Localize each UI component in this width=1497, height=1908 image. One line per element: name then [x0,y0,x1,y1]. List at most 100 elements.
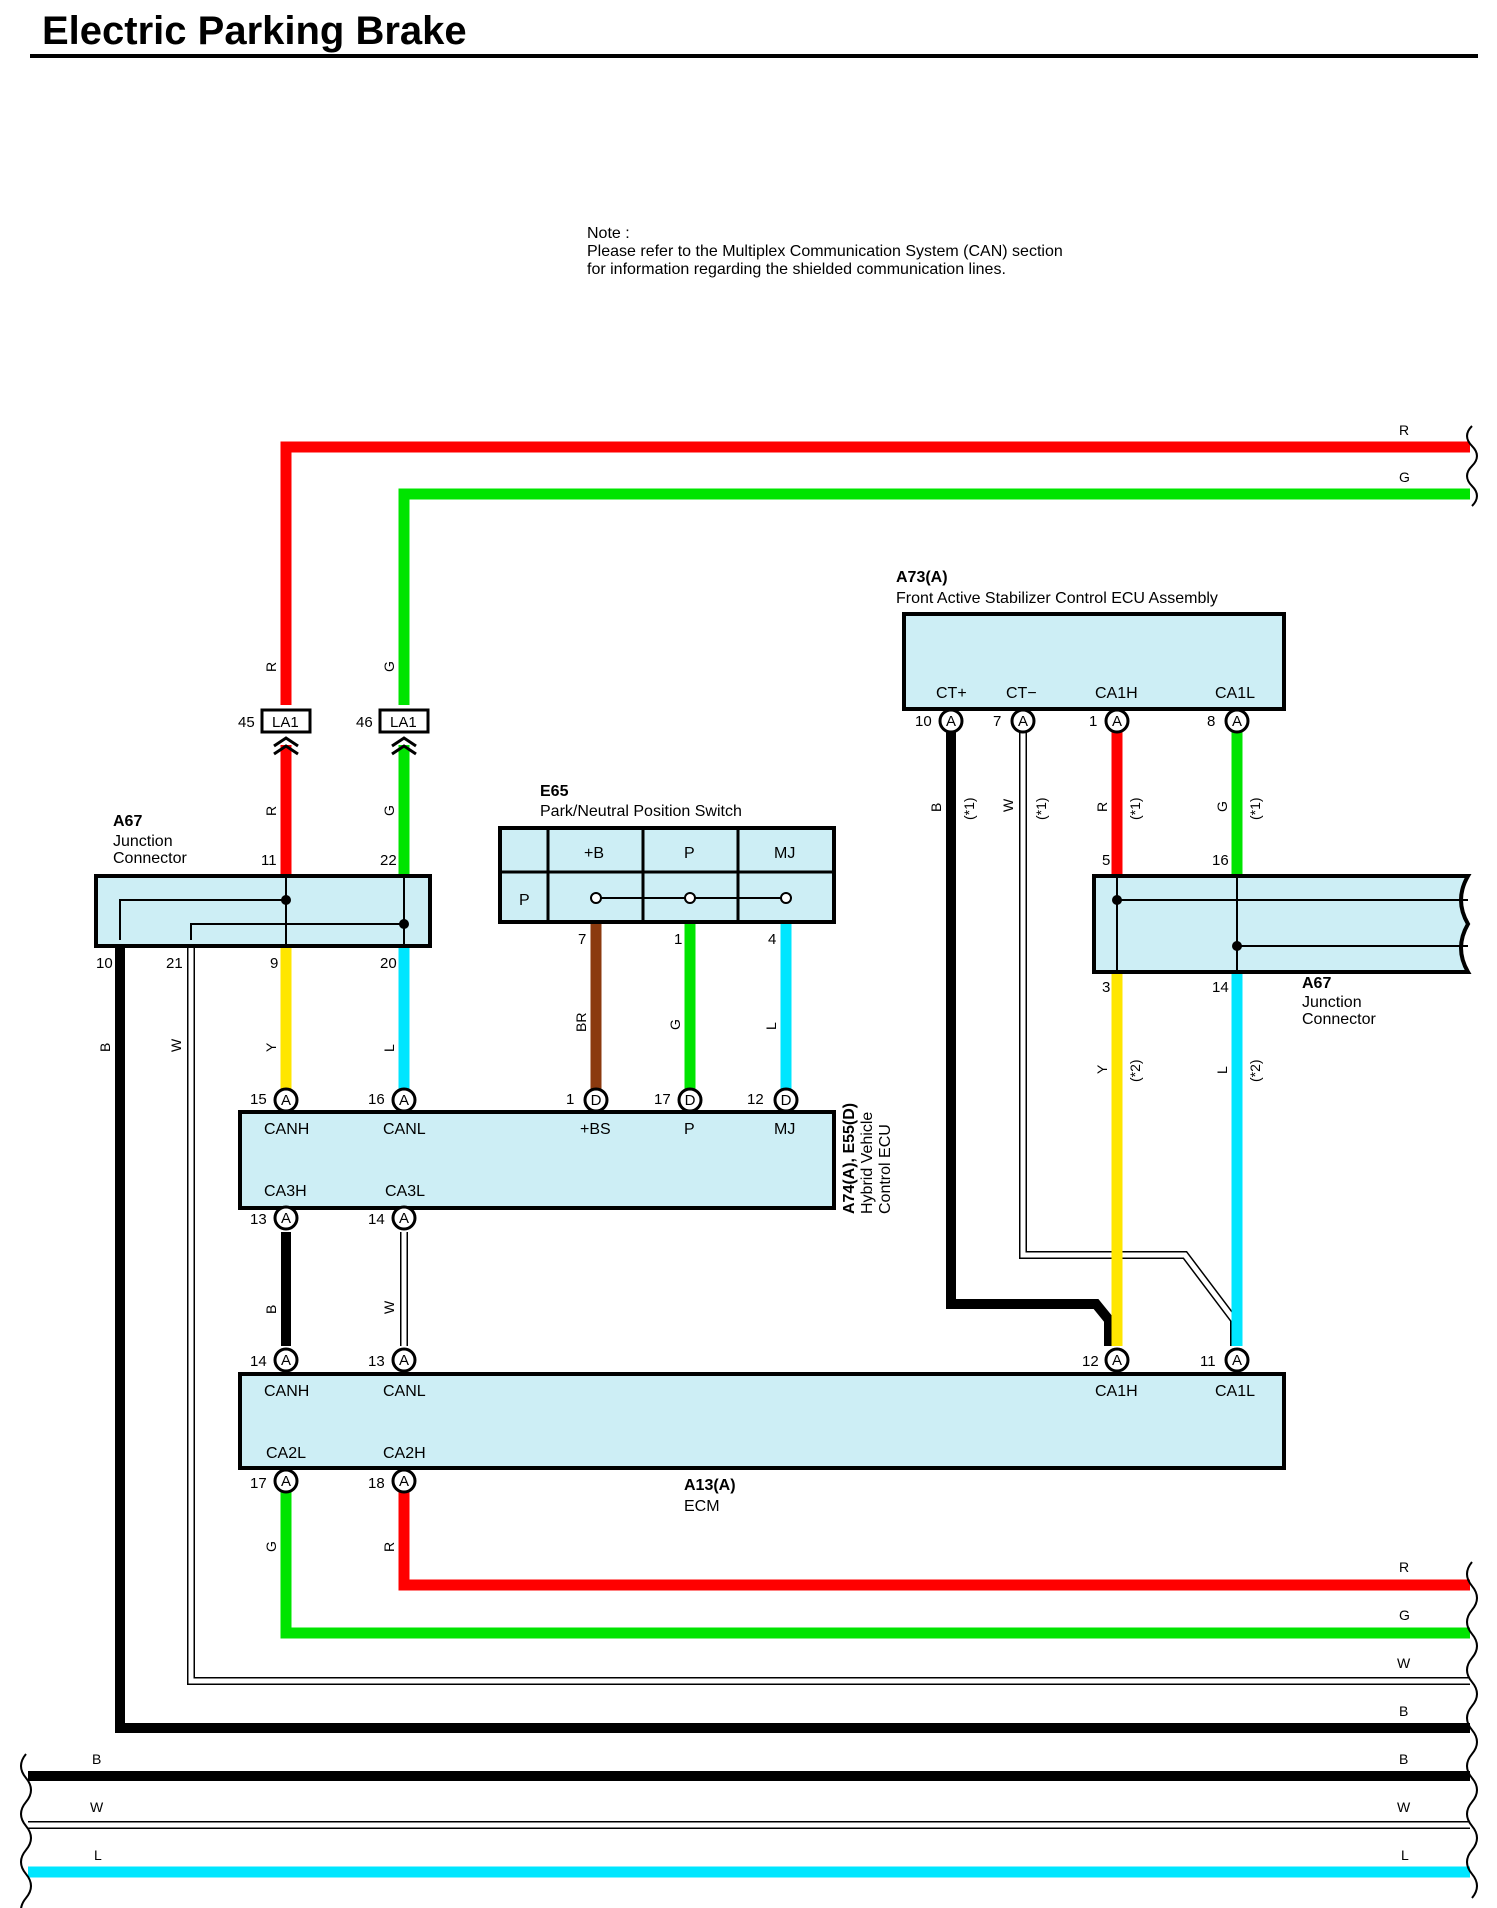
connector-pin [391,1205,417,1231]
wire-label: R [263,806,279,816]
wire-label: R [381,1542,397,1552]
connector-letter: A [1232,713,1242,730]
wire-label: G [263,1541,279,1552]
wire-w-ct [1020,730,1237,1346]
wire-g-ca2l [280,1490,1470,1639]
note-mark: (*1) [1033,797,1049,820]
hv-ecu-desc2: Control ECU [877,1124,894,1214]
connector-letter: A [281,1473,291,1490]
wire-label: L [763,1022,779,1030]
hv-ecu-term: P [684,1121,695,1138]
pin-number: 11 [1200,1353,1216,1370]
wire-label: W [90,1799,104,1815]
connector-letter: A [281,1210,291,1227]
wire-label: B [263,1305,279,1314]
splice-dot [281,895,291,905]
e65-box [498,826,836,924]
connector-pin [273,1468,299,1494]
note-line-1: Note : [587,225,630,242]
pin-number: 11 [261,852,277,869]
pin-number: 16 [368,1091,385,1108]
a67-left-bus-1 [119,876,287,940]
connector-pin [391,1087,417,1113]
pin-number: 4 [768,931,776,948]
connector-letter: A [281,1352,291,1369]
connector-pin [1224,1347,1250,1373]
pin-number: 14 [250,1353,267,1370]
ecm-term: CA1L [1215,1383,1255,1400]
a67-right-desc1: Junction [1302,994,1362,1011]
a67-right-box [1092,874,1472,974]
pin-number: 3 [1102,979,1110,996]
e65-position: P [519,892,530,909]
a67-left-name: A67 [113,813,142,830]
wire-label: L [1401,1847,1409,1863]
wire-label: G [1399,469,1410,485]
wire-label: Y [1094,1064,1110,1074]
connector-letter: A [399,1210,409,1227]
wire-label: B [928,803,944,812]
a67-right-desc2: Connector [1302,1011,1376,1028]
wire-label: Y [263,1042,279,1052]
wire-r-ca2h [398,1490,1470,1591]
la1-label: LA1 [390,714,417,731]
a73-box [902,612,1286,711]
wire-label: B [92,1751,101,1767]
pin-number: 15 [250,1091,267,1108]
wire-label: R [1399,1559,1409,1575]
wire-b-ct [946,730,1114,1346]
wire-label: B [1399,1703,1408,1719]
a73-term: CA1L [1215,685,1255,702]
la1-connector-r: LA1 45 [238,708,312,756]
ecm-term: CA2L [266,1445,306,1462]
e65-contact [780,892,792,904]
connector-letter: A [399,1092,409,1109]
hv-ecu-name: A74(A), E55(D) [841,1103,858,1214]
wire-label: R [263,662,279,672]
wire-label: B [97,1043,113,1052]
connector-pin [391,1468,417,1494]
connector-pin [391,1347,417,1373]
wire-label: L [381,1044,397,1052]
pin-number: 12 [747,1091,764,1108]
wire-b-long [115,946,1470,1733]
connector-letter: A [946,713,956,730]
hv-ecu-desc1: Hybrid Vehicle [859,1112,876,1214]
pin-number: 1 [1089,713,1097,730]
connector-pin [273,1347,299,1373]
pin-number: 10 [915,713,932,730]
hv-ecu-term: CANL [383,1121,426,1138]
pin-number: 17 [654,1091,671,1108]
note-mark: (*1) [1127,797,1143,820]
connector-pin [773,1087,799,1113]
la1-connector-g: LA1 46 [356,708,430,756]
a73-desc: Front Active Stabilizer Control ECU Asse… [896,590,1218,607]
a67-left-desc2: Connector [113,850,187,867]
pin-number: 22 [380,852,397,869]
wire-r-top [280,441,1470,705]
splice-dot [399,919,409,929]
note-mark: (*2) [1247,1059,1263,1082]
wire-label: W [1397,1799,1411,1815]
a73-term: CT+ [936,685,967,702]
splice-dot [1112,895,1122,905]
connector-pin [273,1205,299,1231]
pin-number: 46 [356,714,373,731]
pin-number: 8 [1207,713,1215,730]
pin-number: 1 [566,1091,574,1108]
note-mark: (*1) [961,797,977,820]
a67-right-name: A67 [1302,975,1331,992]
connector-pin [1010,708,1036,734]
e65-contact [684,892,696,904]
pin-number: 16 [1212,852,1229,869]
connector-letter: D [591,1092,602,1109]
note-mark: (*2) [1127,1059,1143,1082]
connector-pin [938,708,964,734]
a73-term: CT− [1006,685,1037,702]
e65-name: E65 [540,783,569,800]
wire-label: G [1399,1607,1410,1623]
pin-number: 1 [674,931,682,948]
e65-desc: Park/Neutral Position Switch [540,803,742,820]
